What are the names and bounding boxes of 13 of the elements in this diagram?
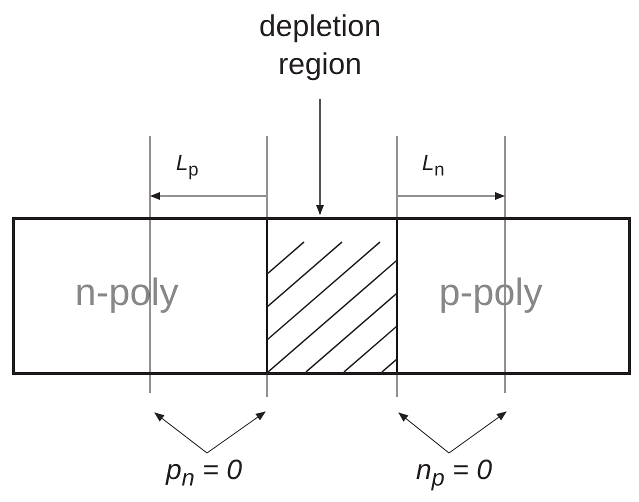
leader-line — [448, 411, 507, 454]
leader-line — [206, 411, 266, 454]
depletion-region-block — [266, 217, 398, 375]
arrow — [316, 99, 324, 215]
leader-line — [154, 412, 208, 454]
leader-line — [398, 412, 450, 454]
dimension-label: L$_{n}$ — [422, 150, 444, 180]
depletion-region-caption: depletion region — [258, 9, 382, 82]
dimension-label: L$_{p}$ — [176, 150, 198, 180]
boundary-condition: n$_{p}$ = 0 — [416, 453, 492, 493]
boundary-condition: p$_{n}$ = 0 — [166, 453, 242, 493]
p-region-block — [397, 217, 631, 375]
n-region-block — [12, 217, 267, 375]
